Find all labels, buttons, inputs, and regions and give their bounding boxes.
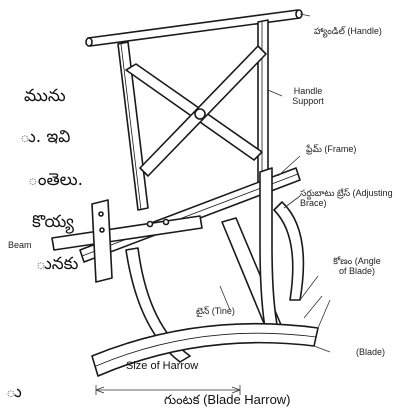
handle-support-label: Handle Support: [292, 86, 324, 106]
x-brace-bolt: [194, 108, 206, 120]
tine-right: [259, 167, 279, 335]
left-upright: [91, 199, 113, 283]
size-of-harrow-label: Size of Harrow: [126, 360, 199, 372]
handle-label: హ్యాండిల్ (Handle): [314, 26, 382, 36]
tine-left: [125, 247, 191, 363]
body-text-line-1: మును: [24, 86, 66, 106]
body-text-line-6: ు: [6, 382, 22, 402]
angle-of-blade-label: కోణం (Angle of Blade): [333, 256, 381, 276]
beam-label: Beam: [8, 240, 32, 250]
frame-label: ఫ్రేమ్ (Frame): [306, 144, 357, 154]
handle-end-left: [85, 37, 93, 47]
body-text-line-3: ంతెలు.: [28, 170, 84, 190]
tine-label: టైన్ (Tine): [196, 306, 235, 316]
body-text-line-4: కొయ్య: [32, 212, 74, 232]
handle-support-right-post: [257, 19, 269, 189]
adjusting-brace-label: సర్దుబాటు బ్రేస్ (Adjusting Brace): [300, 188, 393, 208]
body-text-line-5: ునకు: [36, 254, 79, 274]
body-text-line-2: ు. ఇవి: [20, 127, 71, 147]
adjusting-brace: [273, 201, 305, 301]
blade-label: (Blade): [356, 347, 386, 357]
figure-caption: గుంటక (Blade Harrow): [164, 392, 291, 407]
